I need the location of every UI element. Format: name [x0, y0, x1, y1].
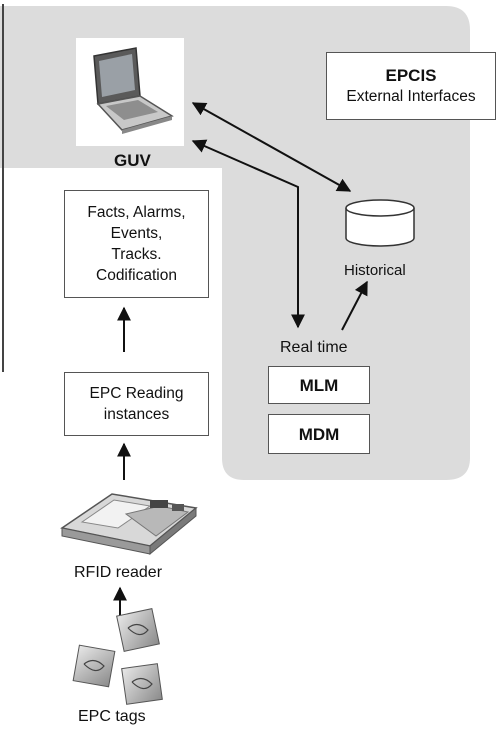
mlm-label: MLM [299, 375, 339, 395]
facts-line: Codification [96, 267, 177, 284]
rfid-reader-label: RFID reader [74, 564, 163, 581]
epc-tag-icon [72, 644, 116, 688]
mdm-box: MDM [268, 414, 370, 454]
facts-line: Events, [110, 225, 163, 242]
real-time-label: Real time [280, 339, 348, 356]
mdm-label: MDM [298, 424, 340, 444]
facts-box: Facts, Alarms, Events, Tracks. Codificat… [64, 190, 209, 298]
guv-label: GUV [114, 151, 151, 170]
epcis-subtitle: External Interfaces [346, 88, 476, 105]
epc-reading-line: instances [103, 406, 170, 423]
facts-line: Facts, Alarms, [87, 204, 186, 221]
database-icon [345, 199, 415, 247]
epcis-title: EPCIS [385, 66, 437, 85]
epc-tag-icon [121, 663, 163, 705]
rfid-reader-icon [60, 493, 198, 556]
epcis-box: EPCIS External Interfaces [326, 52, 496, 120]
epc-tag-icon [116, 608, 160, 652]
epc-reading-line: EPC Reading [89, 385, 184, 402]
laptop-icon [93, 47, 174, 134]
facts-line: Tracks. [111, 246, 162, 263]
epc-reading-box: EPC Reading instances [64, 372, 209, 436]
historical-label: Historical [344, 262, 406, 279]
mlm-box: MLM [268, 366, 370, 404]
epc-tags-label: EPC tags [78, 708, 146, 725]
arrow-guv-realtime [191, 139, 305, 329]
arrow-realtime-historical [341, 280, 368, 331]
